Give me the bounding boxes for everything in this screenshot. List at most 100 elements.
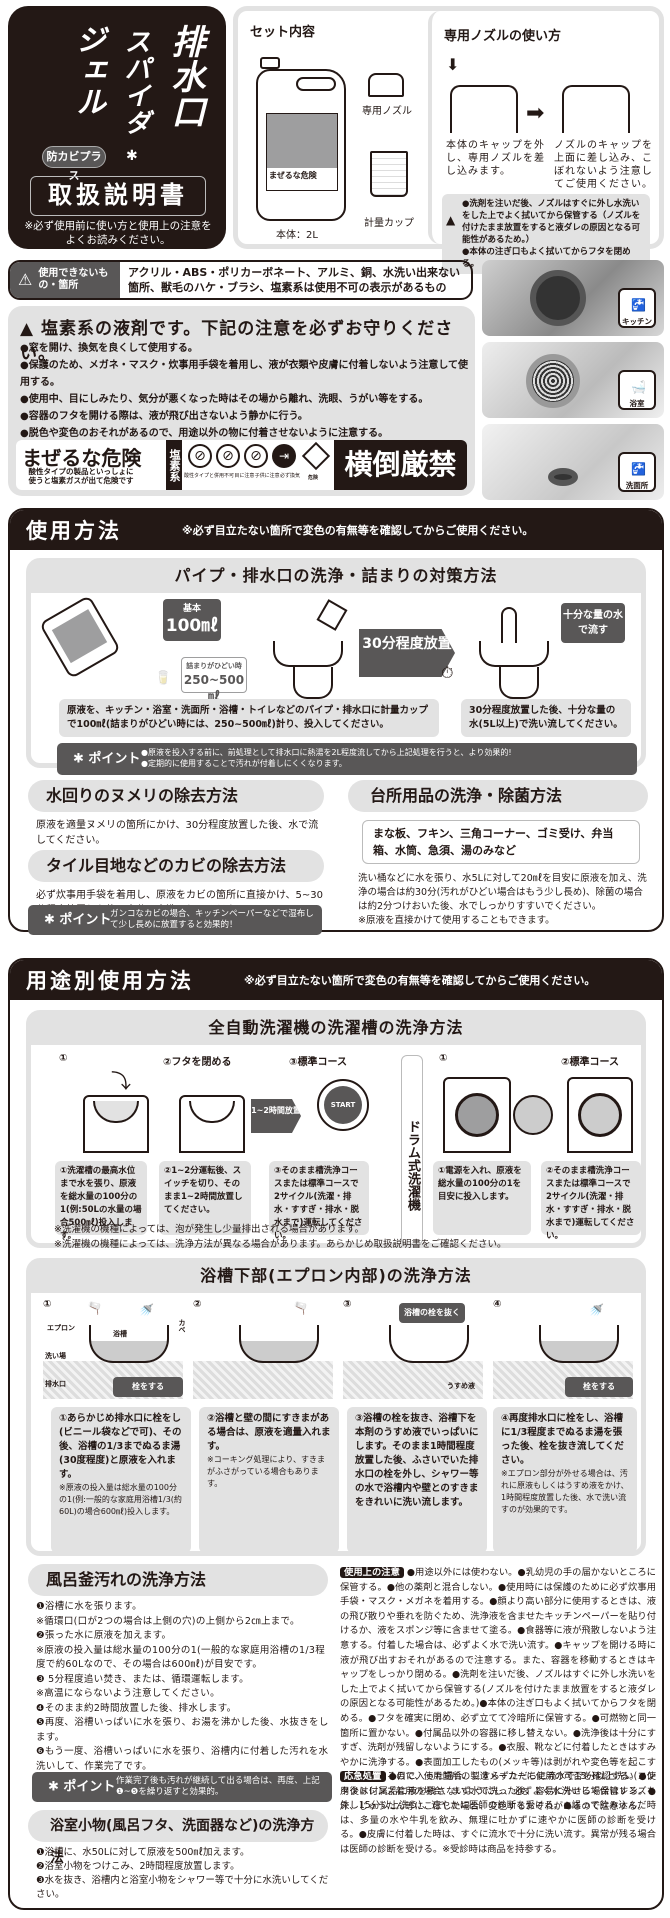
warning-triangle-icon: ▲ — [446, 213, 456, 227]
warning-triangle-icon: ⚠ — [18, 270, 33, 289]
bottle-step2-icon — [562, 85, 630, 133]
washer-note-2: ※洗濯機の機種によっては、洗浄方法が異なる場合があります。あらかじめ取扱説明書を… — [54, 1239, 507, 1250]
slime-method-title: 水回りのヌメリの除去方法 — [28, 780, 324, 812]
warning-triangle-icon: ▲ — [20, 319, 41, 339]
bath-step1-sub: ※原液の投入量は総水量の100分の1(例:一般的な家庭用浴槽1/3(約60L)の… — [59, 1483, 182, 1516]
shower-icon: 🚿 — [589, 1303, 604, 1317]
drum-washer-closed-icon — [567, 1077, 633, 1153]
nozzle-usage-panel: 専用ノズルの使い方 ⬇ ➡ 本体のキャップを外し、専用ノズルを差し込みます。 ノ… — [428, 6, 664, 274]
washer-step1-text: ①洗濯槽の最高水位まで水を張り、原液を総水量の100分の1(例:50Lの水量の場… — [55, 1161, 147, 1241]
spider-icon: ✱ — [126, 148, 138, 164]
boiler-method-title: 風呂釜汚れの洗浄方法 — [28, 1564, 328, 1596]
bath-diagram-num: ② — [193, 1299, 202, 1310]
eye-caution-icon: ⊘ — [216, 444, 240, 468]
first-aid: 応急処置 ●目に入った場合、こすらずただちに流水で15分以上洗い(コンタクトレン… — [340, 1770, 656, 1858]
product-logo: 排水口 スパイダ ジェル — [26, 24, 206, 142]
warning-item: ●使用中、目にしみたり、気分が悪くなった時はその場から離れ、洗眼、うがい等をする… — [20, 394, 429, 405]
bath-items-list: ❶浴槽に、水50Lに対して原液を500㎖加えます。 ❷浴室小物をつけこみ、2時間… — [36, 1846, 334, 1902]
set-contents-title: セット内容 — [250, 25, 316, 40]
boiler-point-text: 作業完了後も汚れが継続して出る場合は、再度、上記❶~❺を繰り返すと効果的。 — [116, 1776, 320, 1797]
washroom-label: 洗面所 — [625, 481, 649, 490]
down-arrow-icon: ⬇ — [446, 55, 460, 74]
floor-hatch — [193, 1361, 333, 1399]
kitchen-method-note: ※原液を直接かけて使用することもできます。 — [358, 915, 555, 926]
icon-label: 子供に注意 — [254, 473, 280, 479]
pipe-step1-text: 原液を、キッチン・浴室・洗面所・浴槽・トイレなどのパイプ・排水口に計量カップで1… — [59, 699, 439, 737]
bath-items-line: ❸水を抜き、浴槽内と浴室小物をシャワー等で十分に水洗いしてください。 — [36, 1875, 329, 1900]
by-use-note: ※必ず目立たない箇所で変色の有無等を確認してからご使用ください。 — [244, 974, 596, 987]
drain-pipe-icon — [293, 667, 333, 699]
pipe-point-1: ●原液を投入する前に、前処理として排水口に熱湯を2L程度流してから上記処理を行う… — [141, 748, 512, 757]
top-loader-closed-icon — [179, 1095, 245, 1153]
pipe-point-2: ●定期的に使用することで汚れが付着しにくくなります。 — [141, 759, 347, 768]
drum-door-icon — [455, 1093, 499, 1137]
mix-danger-bar: まぜるな危険 酸性タイプの製品といっしょに使うと塩素ガスが出て危険です 塩素系 … — [16, 440, 467, 490]
start-label: START — [324, 1086, 362, 1124]
washer-method-title: 全自動洗濯機の洗濯槽の洗浄方法 — [31, 1015, 641, 1045]
photo-bathroom: 浴室 🛁 — [482, 342, 664, 418]
bottle-label-icon: まぜるな危険 — [266, 113, 338, 191]
nozzle-usage-inner — [428, 11, 659, 244]
warning-item: ●脱色や変色のおそれがあるので、用途以外の物に付着させないように注意する。 — [20, 428, 389, 439]
boiler-line: ❷張った水に原液を加えます。 — [36, 1630, 172, 1641]
bath-step4-sub: ※エプロン部分が外せる場合は、汚れに原液もしくはうすめ液をかけ、1時間程度放置し… — [501, 1469, 629, 1514]
cup-label: 計量カップ — [364, 218, 414, 229]
boiler-method-list: ❶浴槽に水を張ります。 ※循環口(口が2つの場合は上側の穴)の上側から2㎝上まで… — [36, 1600, 334, 1774]
drum-door-open-icon — [513, 1095, 553, 1135]
bath-step3-main: ③浴槽の栓を抜き、浴槽下を本剤のうすめ液でいっぱいにします。そのまま1時間程度放… — [355, 1413, 479, 1508]
bathtub-icon — [539, 1325, 619, 1363]
pipe-step2-text: 30分程度放置した後、十分な量の水(5L以上)で洗い流してください。 — [461, 699, 631, 737]
sink-icon: 🚰 — [631, 462, 646, 476]
bath-step2-main: ②浴槽と壁の間にすきまがある場合は、原液を適量入れます。 — [207, 1413, 331, 1452]
hazard-icon-labels: 酸性タイプと併用不可 目に注意 子供に注意 必ず換気 — [184, 472, 300, 479]
bath-apron-title: 浴槽下部(エプロン内部)の洗浄方法 — [31, 1263, 641, 1293]
diluted-label: うすめ液 — [447, 1382, 475, 1390]
bottle-volume-label: 本体：2L — [276, 230, 318, 241]
bath-apron-method-box: 浴槽下部(エプロン内部)の洗浄方法 ① ② ③ ④ エプロン 浴槽 カベ 洗い場… — [26, 1258, 646, 1556]
usage-title: 使用方法 — [26, 519, 122, 543]
by-use-title: 用途別使用方法 — [26, 969, 194, 993]
mix-danger-title: まぜるな危険 — [22, 446, 142, 470]
pull-plug-tag: 浴槽の栓を抜く — [399, 1303, 465, 1323]
washer-lid-icon — [189, 1101, 235, 1123]
flush-tag: 十分な量の水で流す — [561, 603, 625, 643]
stopwatch-icon: ⏱ — [441, 663, 454, 682]
by-use-header: 用途別使用方法 ※必ず目立たない箇所で変色の有無等を確認してからご使用ください。 — [10, 960, 662, 1000]
pour-bottle-icon — [38, 594, 122, 680]
shower-icon: 🚿 — [139, 1303, 154, 1317]
sink-icon — [479, 641, 549, 667]
not-usable-text: アクリル・ABS・ポリカーボネート、アルミ、銅、水洗い出来ない箇所、獣毛のハケ・… — [128, 266, 460, 294]
bottle-label-icon — [51, 609, 108, 664]
drain-label: 排水口 — [45, 1380, 66, 1388]
basic-label: 基本 — [182, 604, 201, 614]
boiler-line: ※原液の投入量は総水量の100分の1(一般的な家庭用浴槽の1/3程度で約60Lな… — [36, 1644, 326, 1671]
not-usable-label-text: 使用できないもの・箇所 — [38, 268, 109, 291]
pouring-cup-icon: 🫗 — [293, 1301, 308, 1315]
first-aid-label: 応急処置 — [340, 1771, 386, 1782]
warning-item: ●容器のフタを開ける際は、液が飛び出さないよう静かに行う。 — [20, 411, 308, 422]
washer-step2-label: ②フタを閉める — [163, 1057, 232, 1068]
warning-item: ●保護のため、メガネ・マスク・炊事用手袋を着用し、液が衣類や皮膚に付着しないよう… — [20, 360, 469, 388]
washer-drum-icon — [93, 1101, 139, 1123]
bath-diagram-num: ④ — [493, 1299, 502, 1310]
chlorine-warning-title-text: 塩素系の液剤です。下記の注意を必ずお守りください。 — [20, 319, 454, 364]
bath-step2: ②浴槽と壁の間にすきまがある場合は、原液を適量入れます。 ※コーキング処理により… — [199, 1407, 339, 1553]
warning-item: ●窓を開け、換気を良くして使用する。 — [20, 343, 198, 354]
bath-items-title: 浴室小物(風呂フタ、洗面器など)の洗浄方法 — [28, 1810, 328, 1866]
measuring-cup-icon — [370, 151, 408, 197]
wall-label: カベ — [178, 1319, 186, 1333]
spider-icon: ✱ — [48, 1779, 64, 1795]
drum-step2-text: ②そのまま槽洗浄コースまたは標準コースで2サイクル(洗濯・排水・すすぎ・排水・脱… — [541, 1161, 641, 1241]
bathtub-icon — [89, 1325, 169, 1363]
bath-diagram-num: ③ — [343, 1299, 352, 1310]
tile-point-text: ガンコなカビの場合、キッチンペーパーなどで湿布して少し長めに放置すると効果的！ — [110, 909, 314, 930]
child-caution-icon: ⊘ — [244, 444, 268, 468]
pipe-method-box: パイプ・排水口の洗浄・詰まりの対策方法 基本 100㎖ 🥛 詰まりがひどい時 2… — [26, 558, 646, 775]
bath-step1-main: ①あらかじめ排水口に栓をし(ビニール袋などで可)、その後、浴槽の1/3までぬるま… — [59, 1413, 182, 1480]
kitchen-method-title: 台所用品の洗浄・除菌方法 — [348, 780, 648, 812]
by-use-section: 用途別使用方法 ※必ず目立たない箇所で変色の有無等を確認してからご使用ください。… — [8, 958, 664, 1910]
logo-line-2: スパイダ — [120, 28, 150, 136]
bottle-step1-icon — [450, 85, 518, 133]
point-label-text: ポイント — [63, 1779, 116, 1795]
washer-notes: ※洗濯機の機種によっては、泡が発生し少量排出される場合があります。 ※洗濯機の機… — [54, 1222, 634, 1252]
